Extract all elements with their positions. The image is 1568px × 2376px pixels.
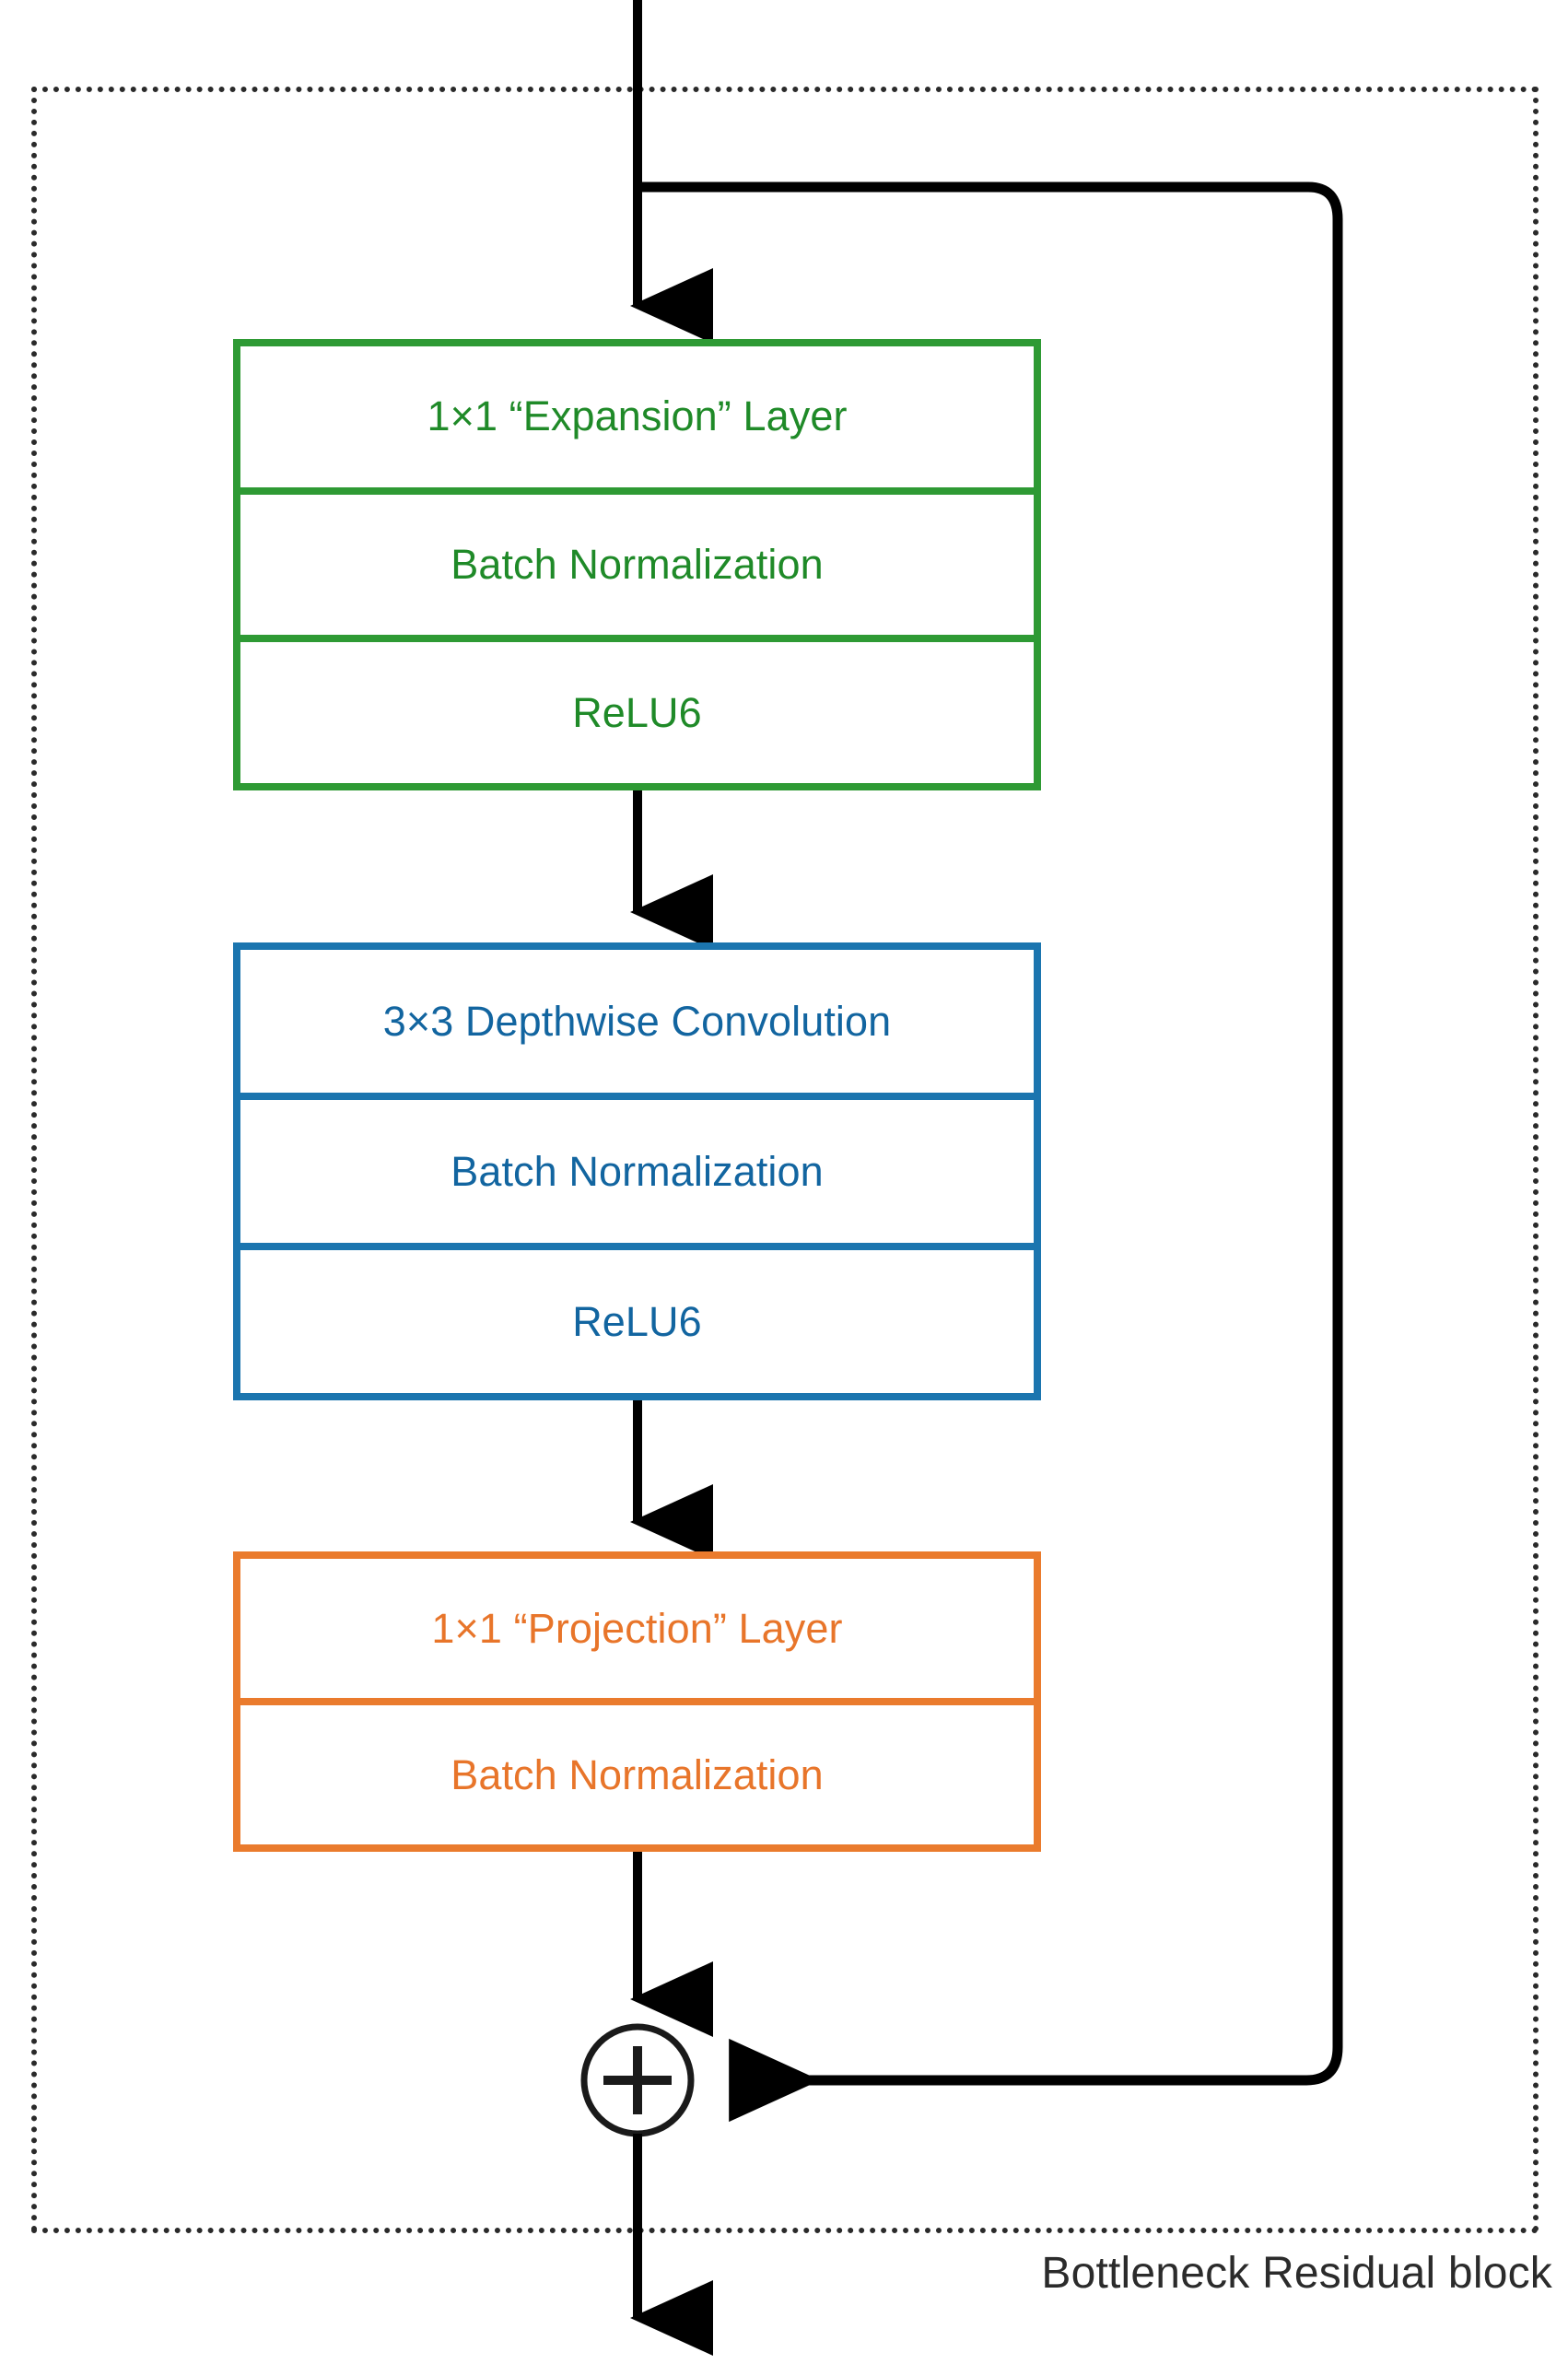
projection-batchnorm-row: Batch Normalization — [240, 1698, 1034, 1844]
depthwise-conv-row: 3×3 Depthwise Convolution — [382, 997, 892, 1045]
depthwise-block: 3×3 Depthwise Convolution Batch Normaliz… — [233, 942, 1041, 1400]
expansion-block: 1×1 “Expansion” Layer Batch Normalizatio… — [233, 339, 1041, 790]
expansion-batchnorm-row: Batch Normalization — [240, 486, 1034, 636]
depthwise-batchnorm-row: Batch Normalization — [240, 1093, 1034, 1243]
expansion-layer-row: 1×1 “Expansion” Layer — [427, 392, 848, 440]
expansion-relu6-row: ReLU6 — [240, 635, 1034, 783]
bottleneck-residual-block-boundary — [31, 87, 1539, 2233]
diagram-caption: Bottleneck Residual block — [1041, 2249, 1552, 2298]
depthwise-relu6-row: ReLU6 — [240, 1243, 1034, 1393]
projection-layer-row: 1×1 “Projection” Layer — [431, 1604, 843, 1652]
projection-block: 1×1 “Projection” Layer Batch Normalizati… — [233, 1551, 1041, 1852]
